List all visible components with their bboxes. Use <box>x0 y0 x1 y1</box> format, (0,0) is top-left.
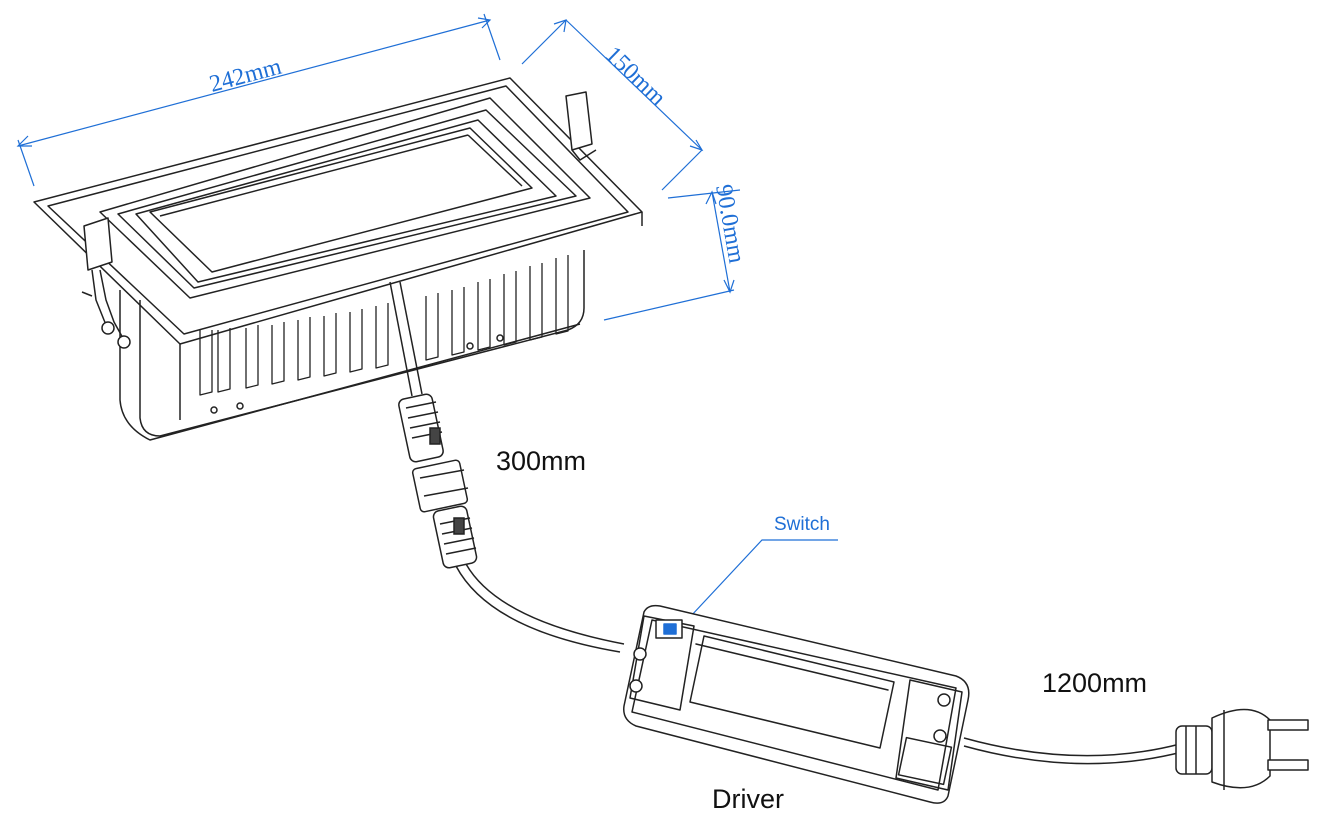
dim-length-label: 242mm <box>207 54 285 98</box>
downlight-fixture <box>33 77 643 441</box>
heatsink-fins <box>199 255 569 396</box>
dim-height-label: 90.0mm <box>710 183 749 266</box>
driver-label: Driver <box>712 784 784 814</box>
callout-labels: 300mm 1200mm Driver Switch <box>496 446 1147 814</box>
dim-width-label: 150mm <box>600 42 671 112</box>
switch-label: Switch <box>774 514 830 535</box>
dimension-lines <box>16 13 838 633</box>
lamp-cable <box>389 281 625 653</box>
power-plug <box>1175 708 1309 790</box>
spring-clip-left <box>81 217 131 349</box>
spring-clip-right <box>565 91 597 161</box>
cable-length-long-label: 1200mm <box>1042 668 1147 698</box>
cable-length-short-label: 300mm <box>496 446 586 476</box>
driver-unit <box>623 604 1183 804</box>
